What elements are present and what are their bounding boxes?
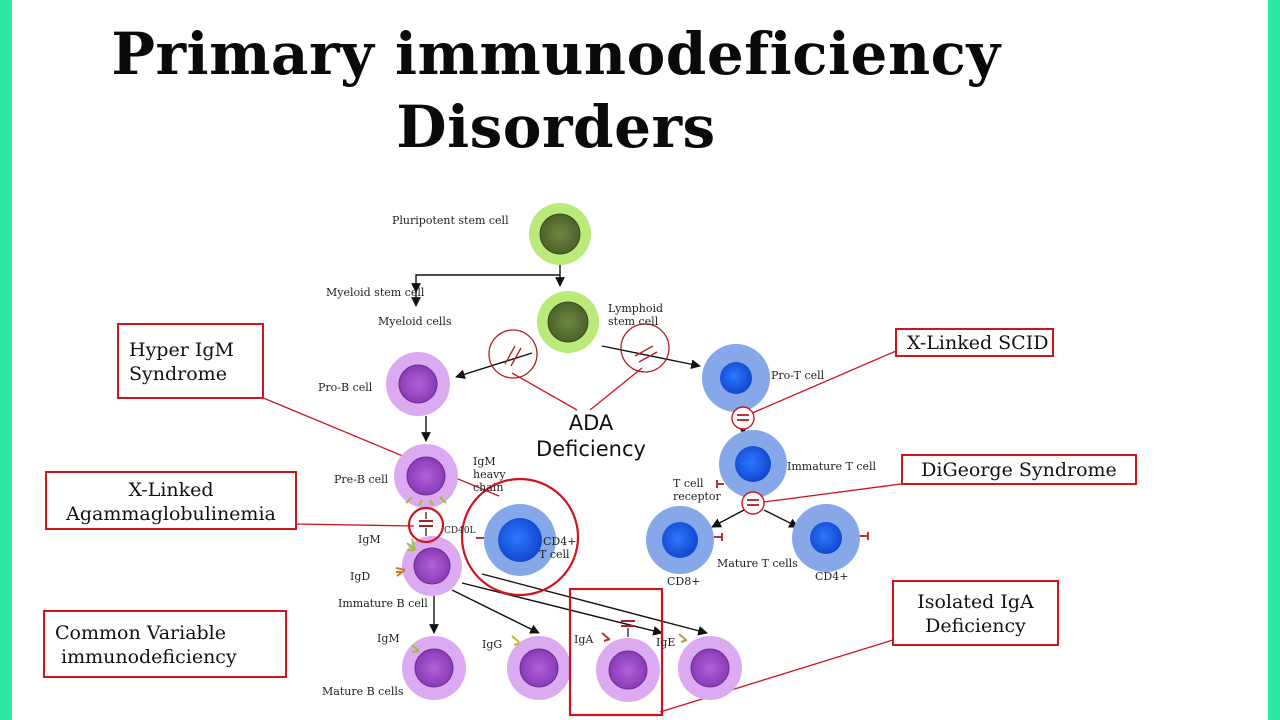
xla-line-1: X-Linked bbox=[128, 479, 214, 501]
label-igd: IgD bbox=[350, 570, 371, 583]
callout-line-xscid bbox=[749, 350, 897, 415]
xla-line-2: Agammaglobulinemia bbox=[66, 503, 276, 525]
label-mature-b-cells: Mature B cells bbox=[322, 685, 404, 698]
label-cd4-t-1: CD4+ bbox=[543, 535, 577, 548]
label-immature-b-cell: Immature B cell bbox=[338, 597, 428, 610]
title-line-2: Disorders bbox=[396, 93, 716, 161]
label-lymphoid-1: Lymphoid bbox=[608, 302, 664, 315]
label-cd4-t-2: T cell bbox=[539, 548, 570, 561]
slide: Primary immunodeficiency Disorders bbox=[12, 0, 1268, 720]
arrow-to-mature-ige bbox=[461, 582, 663, 636]
label-igm: IgM bbox=[358, 533, 381, 546]
mature-b-cell-igg bbox=[507, 635, 571, 700]
digeorge-syndrome-box: DiGeorge Syndrome bbox=[901, 454, 1137, 485]
label-mature-t-cells: Mature T cells bbox=[717, 557, 798, 570]
hyper-igm-syndrome-box: Hyper IgM Syndrome bbox=[117, 323, 264, 399]
xscid-label: X-Linked SCID bbox=[907, 332, 1049, 354]
immature-t-cell bbox=[716, 430, 787, 498]
callout-line-ada-left bbox=[511, 372, 578, 411]
callout-line-hyper-igm bbox=[260, 396, 500, 497]
title-line-1: Primary immunodeficiency bbox=[111, 20, 1001, 88]
ada-line-2: Deficiency bbox=[536, 437, 646, 461]
label-cd4: CD4+ bbox=[815, 570, 849, 583]
label-igm-heavy-2: heavy bbox=[473, 468, 506, 481]
arrow-to-myeloid-cells bbox=[411, 274, 560, 307]
arrow-to-cd4 bbox=[763, 509, 799, 528]
pluripotent-stem-cell bbox=[529, 203, 591, 265]
cd4-t-cell bbox=[792, 504, 869, 572]
iga-def-line-2: Deficiency bbox=[925, 615, 1026, 637]
label-pro-b-cell: Pro-B cell bbox=[318, 381, 373, 394]
isolated-iga-deficiency-box: Isolated IgA Deficiency bbox=[892, 580, 1059, 646]
callout-line-iga bbox=[659, 639, 894, 713]
label-pre-b-cell: Pre-B cell bbox=[334, 473, 389, 486]
label-pro-t-cell: Pro-T cell bbox=[771, 369, 825, 382]
diagram-canvas bbox=[260, 203, 902, 717]
arrow-to-mature-iga bbox=[481, 573, 708, 636]
label-immature-t-cell: Immature T cell bbox=[787, 460, 877, 473]
ada-block-left bbox=[488, 329, 538, 379]
xla-block-icon bbox=[407, 506, 445, 544]
ada-block-right bbox=[620, 323, 670, 373]
iga-highlight-box bbox=[568, 587, 664, 717]
ada-deficiency-label: ADA Deficiency bbox=[532, 410, 650, 462]
label-cd40l: CD40L bbox=[444, 526, 476, 536]
cd8-t-cell bbox=[646, 506, 723, 574]
immature-b-cell bbox=[402, 536, 462, 596]
cvid-box: Common Variable immunodeficiency bbox=[43, 610, 287, 678]
callout-line-xla bbox=[294, 523, 415, 527]
pro-b-cell bbox=[386, 352, 450, 416]
pre-b-cell bbox=[394, 444, 458, 508]
label-myeloid-stem-cell: Myeloid stem cell bbox=[326, 286, 425, 299]
cvid-line-1: Common Variable bbox=[55, 622, 226, 644]
ada-line-1: ADA bbox=[568, 411, 614, 435]
callout-line-ada-right bbox=[589, 367, 643, 411]
label-lymphoid-2: stem cell bbox=[608, 315, 659, 328]
label-tcr-1: T cell bbox=[673, 477, 704, 490]
callout-line-digeorge bbox=[763, 483, 902, 503]
mature-b-cell-iga bbox=[596, 620, 660, 702]
label-pluripotent-stem-cell: Pluripotent stem cell bbox=[392, 214, 509, 227]
lineage-arrows bbox=[411, 263, 799, 636]
callout-lines bbox=[260, 350, 902, 713]
lymphoid-stem-cell bbox=[537, 291, 599, 353]
label-ige: IgE bbox=[656, 636, 676, 649]
label-cd8: CD8+ bbox=[667, 575, 701, 588]
mature-b-cell-igm bbox=[402, 636, 466, 700]
igd-receptor-icon bbox=[395, 567, 406, 577]
label-igm-mature: IgM bbox=[377, 632, 400, 645]
arrow-to-cd8 bbox=[711, 509, 745, 528]
label-igg: IgG bbox=[482, 638, 503, 651]
xla-box: X-Linked Agammaglobulinemia bbox=[45, 471, 297, 530]
hyper-igm-line-1: Hyper IgM bbox=[129, 339, 234, 361]
label-tcr-2: receptor bbox=[673, 490, 721, 503]
label-myeloid-cells: Myeloid cells bbox=[378, 315, 452, 328]
arrow-to-mature-igg bbox=[451, 589, 540, 634]
pro-t-cell bbox=[702, 344, 770, 412]
hyper-igm-highlight bbox=[460, 477, 580, 597]
igm-receptor-icon bbox=[406, 538, 416, 551]
cvid-line-2: immunodeficiency bbox=[61, 646, 237, 668]
digeorge-label: DiGeorge Syndrome bbox=[921, 459, 1117, 481]
label-igm-heavy-1: IgM bbox=[473, 455, 496, 468]
iga-def-line-1: Isolated IgA bbox=[917, 591, 1034, 613]
xscid-block-icon bbox=[731, 406, 755, 430]
mature-b-cell-ige bbox=[678, 633, 742, 700]
label-iga: IgA bbox=[574, 633, 594, 646]
hyper-igm-line-2: Syndrome bbox=[129, 363, 227, 385]
label-igm-heavy-3: chain bbox=[473, 481, 504, 494]
arrow-to-pro-b bbox=[455, 352, 533, 380]
x-linked-scid-box: X-Linked SCID bbox=[895, 328, 1054, 357]
digeorge-block-icon bbox=[741, 491, 765, 515]
cd4-helper-t-cell bbox=[484, 504, 556, 576]
